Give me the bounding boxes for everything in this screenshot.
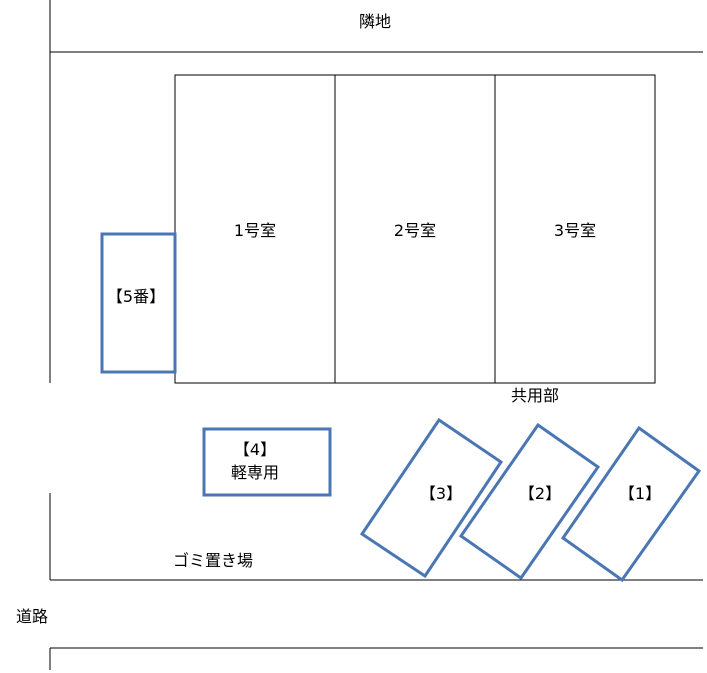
room-1-label: 1号室 xyxy=(234,221,276,240)
parking-spot-5-outline xyxy=(100,232,177,374)
parking-spot-4-label: 【4】 xyxy=(234,440,276,459)
parking-spot-4-outline xyxy=(202,427,332,497)
room-1 xyxy=(174,74,336,384)
parking-spot-1-label: 【1】 xyxy=(619,484,661,503)
parking-spot-5-label: 【5番】 xyxy=(107,287,165,306)
room-3 xyxy=(494,74,656,384)
parking-spot-2-label: 【2】 xyxy=(519,484,561,503)
parking-spot-2: 【2】 xyxy=(458,422,601,581)
parking-spot-5: 【5番】 xyxy=(100,232,177,374)
room-2-label: 2号室 xyxy=(394,221,436,240)
parking-spot-4-sublabel: 軽専用 xyxy=(231,463,279,482)
road-label: 道路 xyxy=(16,607,48,626)
parking-spot-3-outline xyxy=(359,417,504,579)
garbage-area-label: ゴミ置き場 xyxy=(173,551,253,570)
parking-spot-3-label: 【3】 xyxy=(420,484,462,503)
parking-spot-1-outline xyxy=(560,425,702,583)
neighbor-label: 隣地 xyxy=(359,12,391,31)
room-3-label: 3号室 xyxy=(554,221,596,240)
common-area-label: 共用部 xyxy=(511,386,559,405)
parking-spot-2-outline xyxy=(458,422,601,581)
parking-spot-1: 【1】 xyxy=(560,425,702,583)
parking-spot-4: 【4】 軽専用 xyxy=(202,427,332,497)
parking-spot-3: 【3】 xyxy=(359,417,504,579)
